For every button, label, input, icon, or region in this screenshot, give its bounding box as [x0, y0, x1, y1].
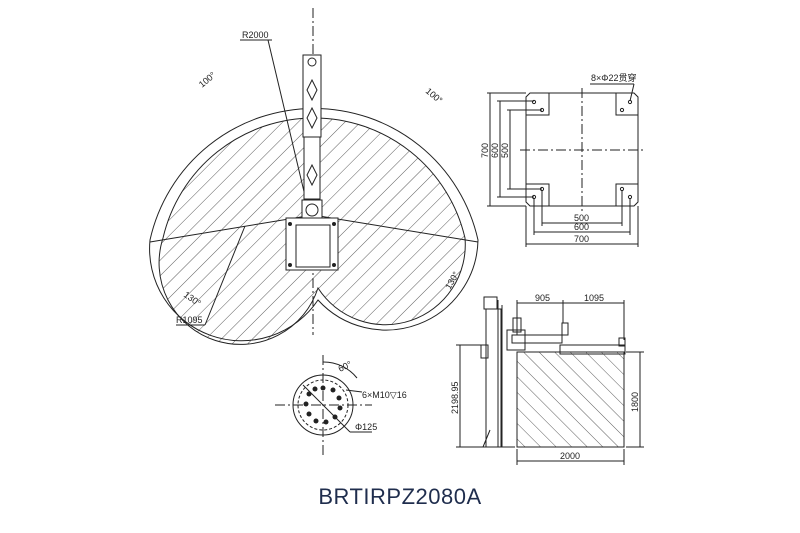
label-width-600: 600: [574, 222, 589, 232]
label-total-height: 2198.95: [450, 381, 460, 414]
label-flange-diameter: Φ125: [355, 422, 377, 432]
label-width-700: 700: [574, 234, 589, 244]
label-width-500: 500: [574, 213, 589, 223]
base-plate-view: [487, 83, 645, 247]
label-hole-note: 8×Φ22贯穿: [591, 72, 636, 83]
flange-view: [275, 355, 372, 455]
boundary-line-right: [312, 214, 479, 243]
label-angle-top-right: 100°: [424, 86, 445, 106]
label-height-500: 500: [500, 143, 510, 158]
label-height-700: 700: [480, 143, 490, 158]
label-height-600: 600: [490, 143, 500, 158]
label-work-height: 1800: [630, 392, 640, 412]
side-view: [456, 296, 644, 465]
label-reach-905: 905: [535, 293, 550, 303]
label-r1095: R1095: [176, 315, 203, 325]
model-name: BRTIRPZ2080A: [318, 484, 482, 509]
label-angle-top-left: 100°: [197, 70, 218, 90]
label-reach-1095: 1095: [584, 293, 604, 303]
label-thread-note: 6×M10▽16: [362, 390, 407, 400]
robot-arm-top: [285, 54, 339, 271]
label-r2000: R2000: [242, 30, 269, 40]
label-work-width: 2000: [560, 451, 580, 461]
